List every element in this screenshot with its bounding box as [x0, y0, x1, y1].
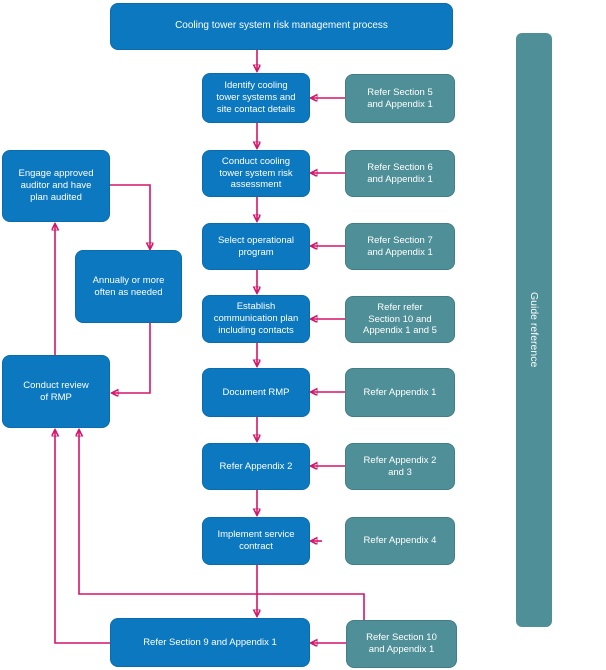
ref-node-appendix-4: Refer Appendix 4 — [345, 517, 455, 565]
node-identify-systems: Identify cooling tower systems and site … — [202, 73, 310, 123]
ref-node-section-6-label: Refer Section 6 and Appendix 1 — [367, 161, 433, 185]
ref-node-appendix-2-3: Refer Appendix 2 and 3 — [345, 443, 455, 490]
node-process-start: Cooling tower system risk management pro… — [110, 3, 453, 50]
node-implement-service-contract: Implement service contract — [202, 517, 310, 565]
node-communication-plan: Establish communication plan including c… — [202, 295, 310, 343]
node-risk-assessment: Conduct cooling tower system risk assess… — [202, 150, 310, 197]
node-identify-systems-label: Identify cooling tower systems and site … — [216, 80, 296, 115]
node-annually-as-needed-label: Annually or more often as needed — [92, 274, 165, 298]
node-select-program: Select operational program — [202, 223, 310, 270]
node-risk-assessment-label: Conduct cooling tower system risk assess… — [219, 155, 293, 191]
ref-node-section-10-appendix-1: Refer Section 10 and Appendix 1 — [346, 620, 457, 668]
ref-node-appendix-1: Refer Appendix 1 — [345, 368, 455, 417]
node-select-program-label: Select operational program — [217, 234, 295, 258]
node-document-rmp: Document RMP — [202, 368, 310, 417]
ref-node-appendix-1-label: Refer Appendix 1 — [363, 386, 437, 398]
ref-node-section-5-label: Refer Section 5 and Appendix 1 — [367, 86, 433, 110]
connector-engage-to-annually — [110, 184, 150, 249]
node-conduct-review-rmp-label: Conduct review of RMP — [23, 379, 89, 403]
ref-node-section-6: Refer Section 6 and Appendix 1 — [345, 150, 455, 197]
node-refer-appendix-2: Refer Appendix 2 — [202, 443, 310, 490]
ref-node-appendix-2-3-label: Refer Appendix 2 and 3 — [363, 454, 437, 478]
ref-node-section-5: Refer Section 5 and Appendix 1 — [345, 74, 455, 123]
node-annually-as-needed: Annually or more often as needed — [75, 250, 182, 323]
ref-node-section-10-appendix-1-5-label: Refer refer Section 10 and Appendix 1 an… — [363, 301, 437, 337]
node-refer-section-9-label: Refer Section 9 and Appendix 1 — [143, 636, 277, 648]
ref-node-appendix-4-label: Refer Appendix 4 — [363, 535, 437, 547]
node-conduct-review-rmp: Conduct review of RMP — [2, 355, 110, 428]
node-engage-auditor: Engage approved auditor and have plan au… — [2, 150, 110, 222]
connector-section9-to-review — [55, 430, 110, 644]
ref-node-section-10-appendix-1-5: Refer refer Section 10 and Appendix 1 an… — [345, 296, 455, 343]
node-refer-section-9: Refer Section 9 and Appendix 1 — [110, 618, 310, 667]
ref-node-section-10-appendix-1-label: Refer Section 10 and Appendix 1 — [366, 632, 437, 655]
guide-reference-bar: Guide reference — [516, 33, 552, 627]
node-engage-auditor-label: Engage approved auditor and have plan au… — [18, 168, 94, 203]
node-document-rmp-label: Document RMP — [222, 386, 290, 398]
node-communication-plan-label: Establish communication plan including c… — [213, 301, 299, 336]
ref-node-section-7-label: Refer Section 7 and Appendix 1 — [367, 234, 433, 258]
guide-reference-label: Guide reference — [528, 292, 540, 368]
node-refer-appendix-2-label: Refer Appendix 2 — [219, 460, 293, 472]
node-implement-service-contract-label: Implement service contract — [217, 529, 295, 552]
ref-node-section-7: Refer Section 7 and Appendix 1 — [345, 223, 455, 270]
connector-annually-to-review — [112, 323, 151, 393]
node-process-start-label: Cooling tower system risk management pro… — [175, 20, 388, 32]
